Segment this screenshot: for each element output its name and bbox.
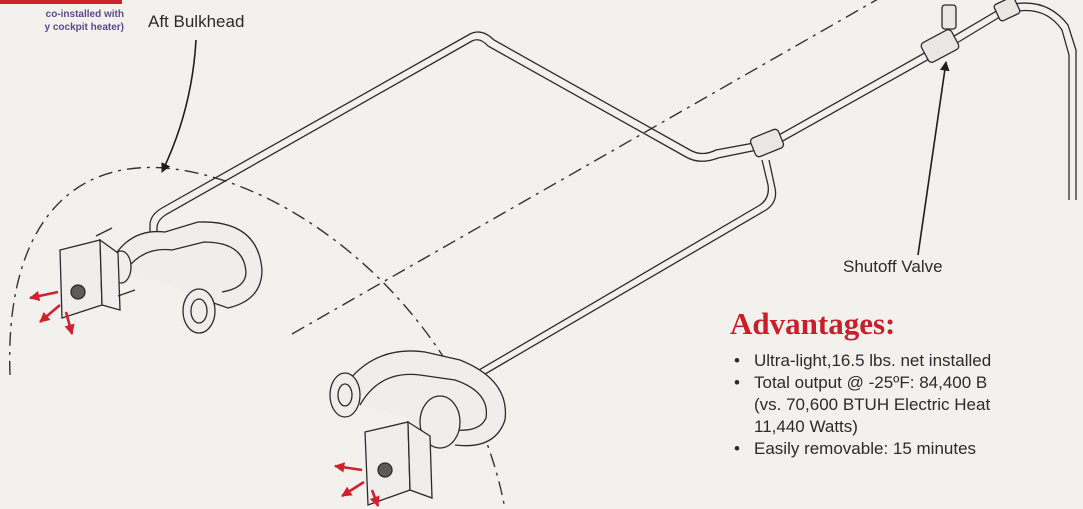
advantages-list: Ultra-light,16.5 lbs. net installed Tota…	[730, 350, 1083, 460]
callout-line-2: y cockpit heater)	[44, 22, 124, 33]
tee-fitting	[749, 29, 960, 158]
callout-bar	[0, 0, 122, 4]
aft-bulkhead-label: Aft Bulkhead	[148, 12, 245, 31]
shutoff-valve-icon	[941, 0, 1021, 30]
tubing	[149, 2, 1077, 404]
advantage-line: 11,440 Watts)	[754, 417, 858, 436]
advantage-line: Total output @ -25ºF: 84,400 B	[754, 373, 988, 392]
advantage-line: Easily removable: 15 minutes	[754, 439, 977, 458]
centerline-dashed	[291, 0, 878, 335]
advantages-title: Advantages:	[730, 306, 896, 341]
advantage-line: (vs. 70,600 BTUH Electric Heat	[754, 395, 991, 414]
aft-bulkhead-leader	[161, 39, 197, 173]
warm-air-arrows-left	[28, 290, 75, 336]
right-heater	[329, 350, 507, 506]
advantage-line: Ultra-light,16.5 lbs. net installed	[754, 351, 992, 370]
advantage-item: Easily removable: 15 minutes	[730, 438, 1083, 460]
callout-line-1: co-installed with	[45, 9, 124, 20]
shutoff-valve-leader	[917, 61, 950, 256]
left-heater	[59, 221, 263, 334]
advantage-item: Total output @ -25ºF: 84,400 B (vs. 70,6…	[730, 372, 1083, 438]
advantage-item: Ultra-light,16.5 lbs. net installed	[730, 350, 1083, 372]
callout-note: co-installed with y cockpit heater)	[0, 8, 124, 34]
warm-air-arrows-right	[333, 462, 380, 507]
shutoff-valve-label: Shutoff Valve	[843, 257, 943, 276]
